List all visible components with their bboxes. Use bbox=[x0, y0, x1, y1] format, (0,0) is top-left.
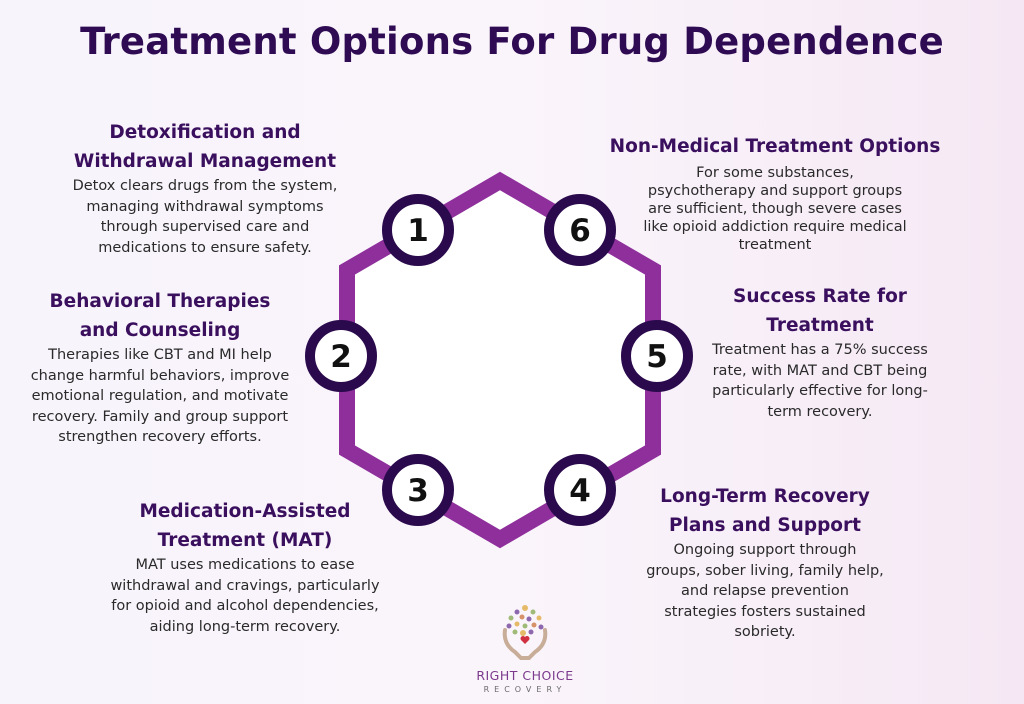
step-1-body-line: Detox clears drugs from the system, bbox=[72, 178, 338, 194]
step-1-heading-line: Withdrawal Management bbox=[73, 151, 337, 172]
page-title: Treatment Options For Drug Dependence bbox=[80, 20, 944, 63]
step-2-body-line: emotional regulation, and motivate bbox=[31, 388, 289, 404]
step-2-heading-line: and Counseling bbox=[79, 320, 241, 341]
step-2-body: Therapies like CBT and MI help change har… bbox=[10, 345, 310, 448]
step-4-heading-line: Plans and Support bbox=[668, 515, 861, 536]
step-3-circle: 3 bbox=[382, 454, 454, 526]
step-2-body-line: Therapies like CBT and MI help bbox=[48, 347, 272, 363]
logo-subtitle: RECOVERY bbox=[483, 685, 567, 694]
step-1-body-line: medications to ensure safety. bbox=[98, 239, 312, 256]
step-4-circle: 4 bbox=[544, 454, 616, 526]
step-6-heading: Non-Medical Treatment Options bbox=[590, 132, 960, 161]
step-1-circle: 1 bbox=[382, 194, 454, 266]
number-circle bbox=[382, 194, 454, 266]
step-5-body-line: particularly effective for long- bbox=[712, 383, 928, 399]
step-2-body-line: strengthen recovery efforts. bbox=[58, 429, 262, 445]
number-circle bbox=[544, 454, 616, 526]
step-5-body: Treatment has a 75% success rate, with MA… bbox=[690, 340, 950, 422]
number-circle bbox=[544, 194, 616, 266]
step-5-body-line: term recovery. bbox=[767, 403, 873, 420]
step-2-heading: Behavioral Therapies and Counseling bbox=[10, 287, 310, 345]
step-5-body-line: Treatment has a 75% success bbox=[712, 342, 928, 358]
step-4-body-line: Ongoing support through bbox=[673, 542, 857, 558]
step-3-body-line: for opioid and alcohol dependencies, bbox=[111, 598, 379, 614]
step-4-heading-line: Long-Term Recovery bbox=[660, 486, 870, 507]
step-1-body-line: managing withdrawal symptoms bbox=[86, 198, 324, 215]
step-number: 5 bbox=[646, 339, 668, 375]
step-3-body-line: withdrawal and cravings, particularly bbox=[110, 577, 380, 594]
step-1-body: Detox clears drugs from the system, manag… bbox=[40, 176, 370, 258]
step-6-body-line: treatment bbox=[738, 237, 812, 253]
step-number: 2 bbox=[330, 339, 352, 375]
step-4-body-line: groups, sober living, family help, bbox=[646, 562, 884, 579]
step-5-circle: 5 bbox=[621, 320, 693, 392]
step-5-heading-line: Treatment bbox=[766, 315, 874, 336]
step-number: 4 bbox=[569, 473, 591, 509]
logo: RIGHT CHOICE RECOVERY bbox=[470, 600, 580, 694]
step-6-body: For some substances, psychotherapy and su… bbox=[590, 164, 960, 254]
step-number: 6 bbox=[569, 213, 591, 249]
step-circles: 1 2 3 4 5 6 bbox=[305, 194, 693, 526]
step-6-block: Non-Medical Treatment Options For some s… bbox=[590, 132, 960, 254]
step-4-body-line: and relapse prevention bbox=[681, 583, 849, 599]
logo-name: RIGHT CHOICE bbox=[476, 668, 574, 683]
step-6-circle: 6 bbox=[544, 194, 616, 266]
step-5-heading-line: Success Rate for bbox=[733, 286, 907, 307]
number-circle bbox=[621, 320, 693, 392]
number-circle bbox=[305, 320, 377, 392]
step-1-body-line: through supervised care and bbox=[100, 219, 310, 235]
step-number: 3 bbox=[407, 473, 429, 509]
step-1-heading-line: Detoxification and bbox=[109, 122, 301, 143]
hexagon-outline bbox=[339, 171, 661, 549]
step-3-heading-line: Treatment (MAT) bbox=[157, 530, 333, 551]
step-2-body-line: change harmful behaviors, improve bbox=[30, 367, 290, 384]
step-number: 1 bbox=[407, 213, 429, 249]
step-4-body-line: sobriety. bbox=[734, 624, 796, 640]
step-6-body-line: For some substances, bbox=[696, 165, 854, 181]
step-3-body-line: MAT uses medications to ease bbox=[135, 557, 355, 573]
step-2-heading-line: Behavioral Therapies bbox=[49, 291, 271, 312]
step-3-body-line: aiding long-term recovery. bbox=[149, 618, 341, 635]
step-6-body-line: psychotherapy and support groups bbox=[647, 183, 903, 199]
step-2-block: Behavioral Therapies and Counseling Thera… bbox=[10, 287, 310, 448]
step-6-heading-line: Non-Medical Treatment Options bbox=[609, 136, 941, 157]
step-6-body-line: like opioid addiction require medical bbox=[643, 219, 907, 235]
step-4-body-line: strategies fosters sustained bbox=[664, 603, 866, 620]
step-3-body: MAT uses medications to ease withdrawal a… bbox=[100, 555, 390, 637]
number-circle bbox=[382, 454, 454, 526]
step-2-circle: 2 bbox=[305, 320, 377, 392]
step-5-body-line: rate, with MAT and CBT being bbox=[712, 362, 928, 379]
step-3-heading-line: Medication-Assisted bbox=[139, 501, 351, 522]
step-2-body-line: recovery. Family and group support bbox=[31, 408, 289, 425]
step-6-body-line: are sufficient, though severe cases bbox=[648, 201, 902, 217]
step-4-body: Ongoing support through groups, sober liv… bbox=[630, 540, 900, 643]
hands-tree-logo-icon bbox=[502, 605, 548, 660]
